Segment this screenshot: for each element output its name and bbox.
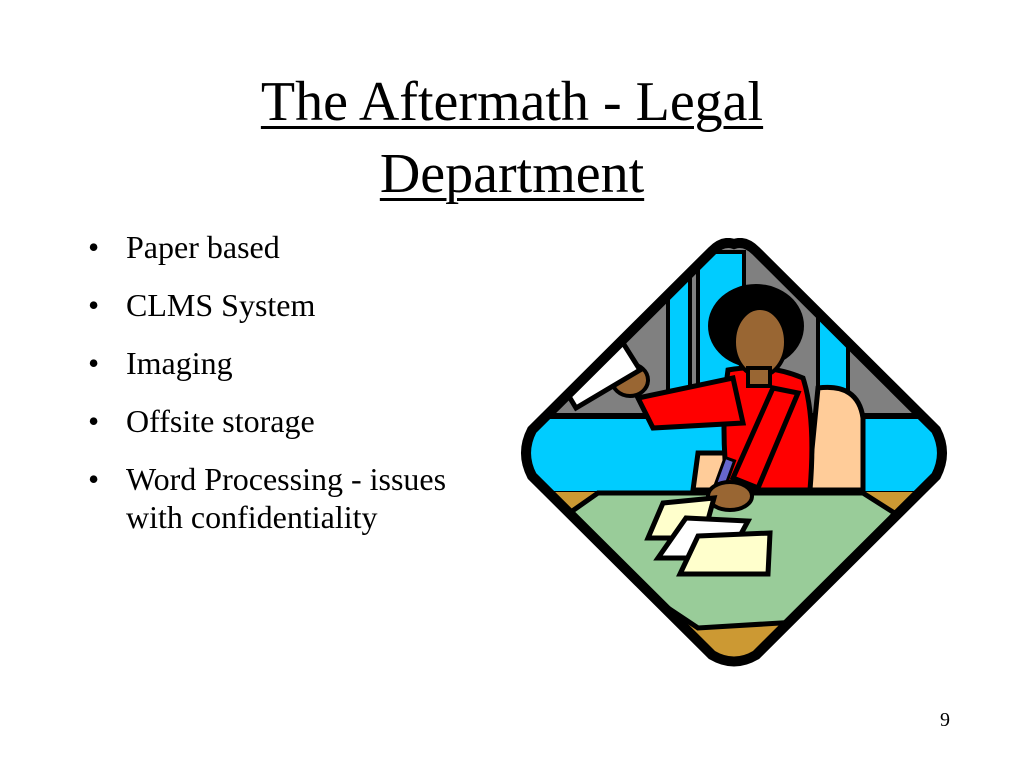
diamond-border bbox=[521, 238, 947, 667]
page-number: 9 bbox=[940, 709, 950, 731]
bullet-list: Paper based CLMS System Imaging Offsite … bbox=[84, 228, 484, 556]
bullet-item: Word Processing - issues with confidenti… bbox=[84, 460, 484, 536]
lower-arm-shape bbox=[729, 385, 802, 492]
bullet-item: CLMS System bbox=[84, 286, 484, 324]
woman-at-desk-with-papers-icon bbox=[521, 238, 947, 667]
bullet-item: Offsite storage bbox=[84, 402, 484, 440]
face-shape bbox=[732, 306, 788, 378]
bullet-item: Paper based bbox=[84, 228, 484, 266]
title-line-1: The Aftermath - Legal bbox=[260, 71, 764, 133]
neck-shape bbox=[746, 366, 772, 388]
raised-arm-shape bbox=[634, 375, 747, 431]
chair-shape bbox=[805, 384, 866, 493]
title-line-2: Department bbox=[379, 143, 645, 205]
slide-title: The Aftermath - Legal Department bbox=[100, 66, 924, 210]
desk-paper-shape bbox=[676, 530, 773, 577]
bullet-item: Imaging bbox=[84, 344, 484, 382]
lower-hand-shape bbox=[706, 480, 754, 512]
